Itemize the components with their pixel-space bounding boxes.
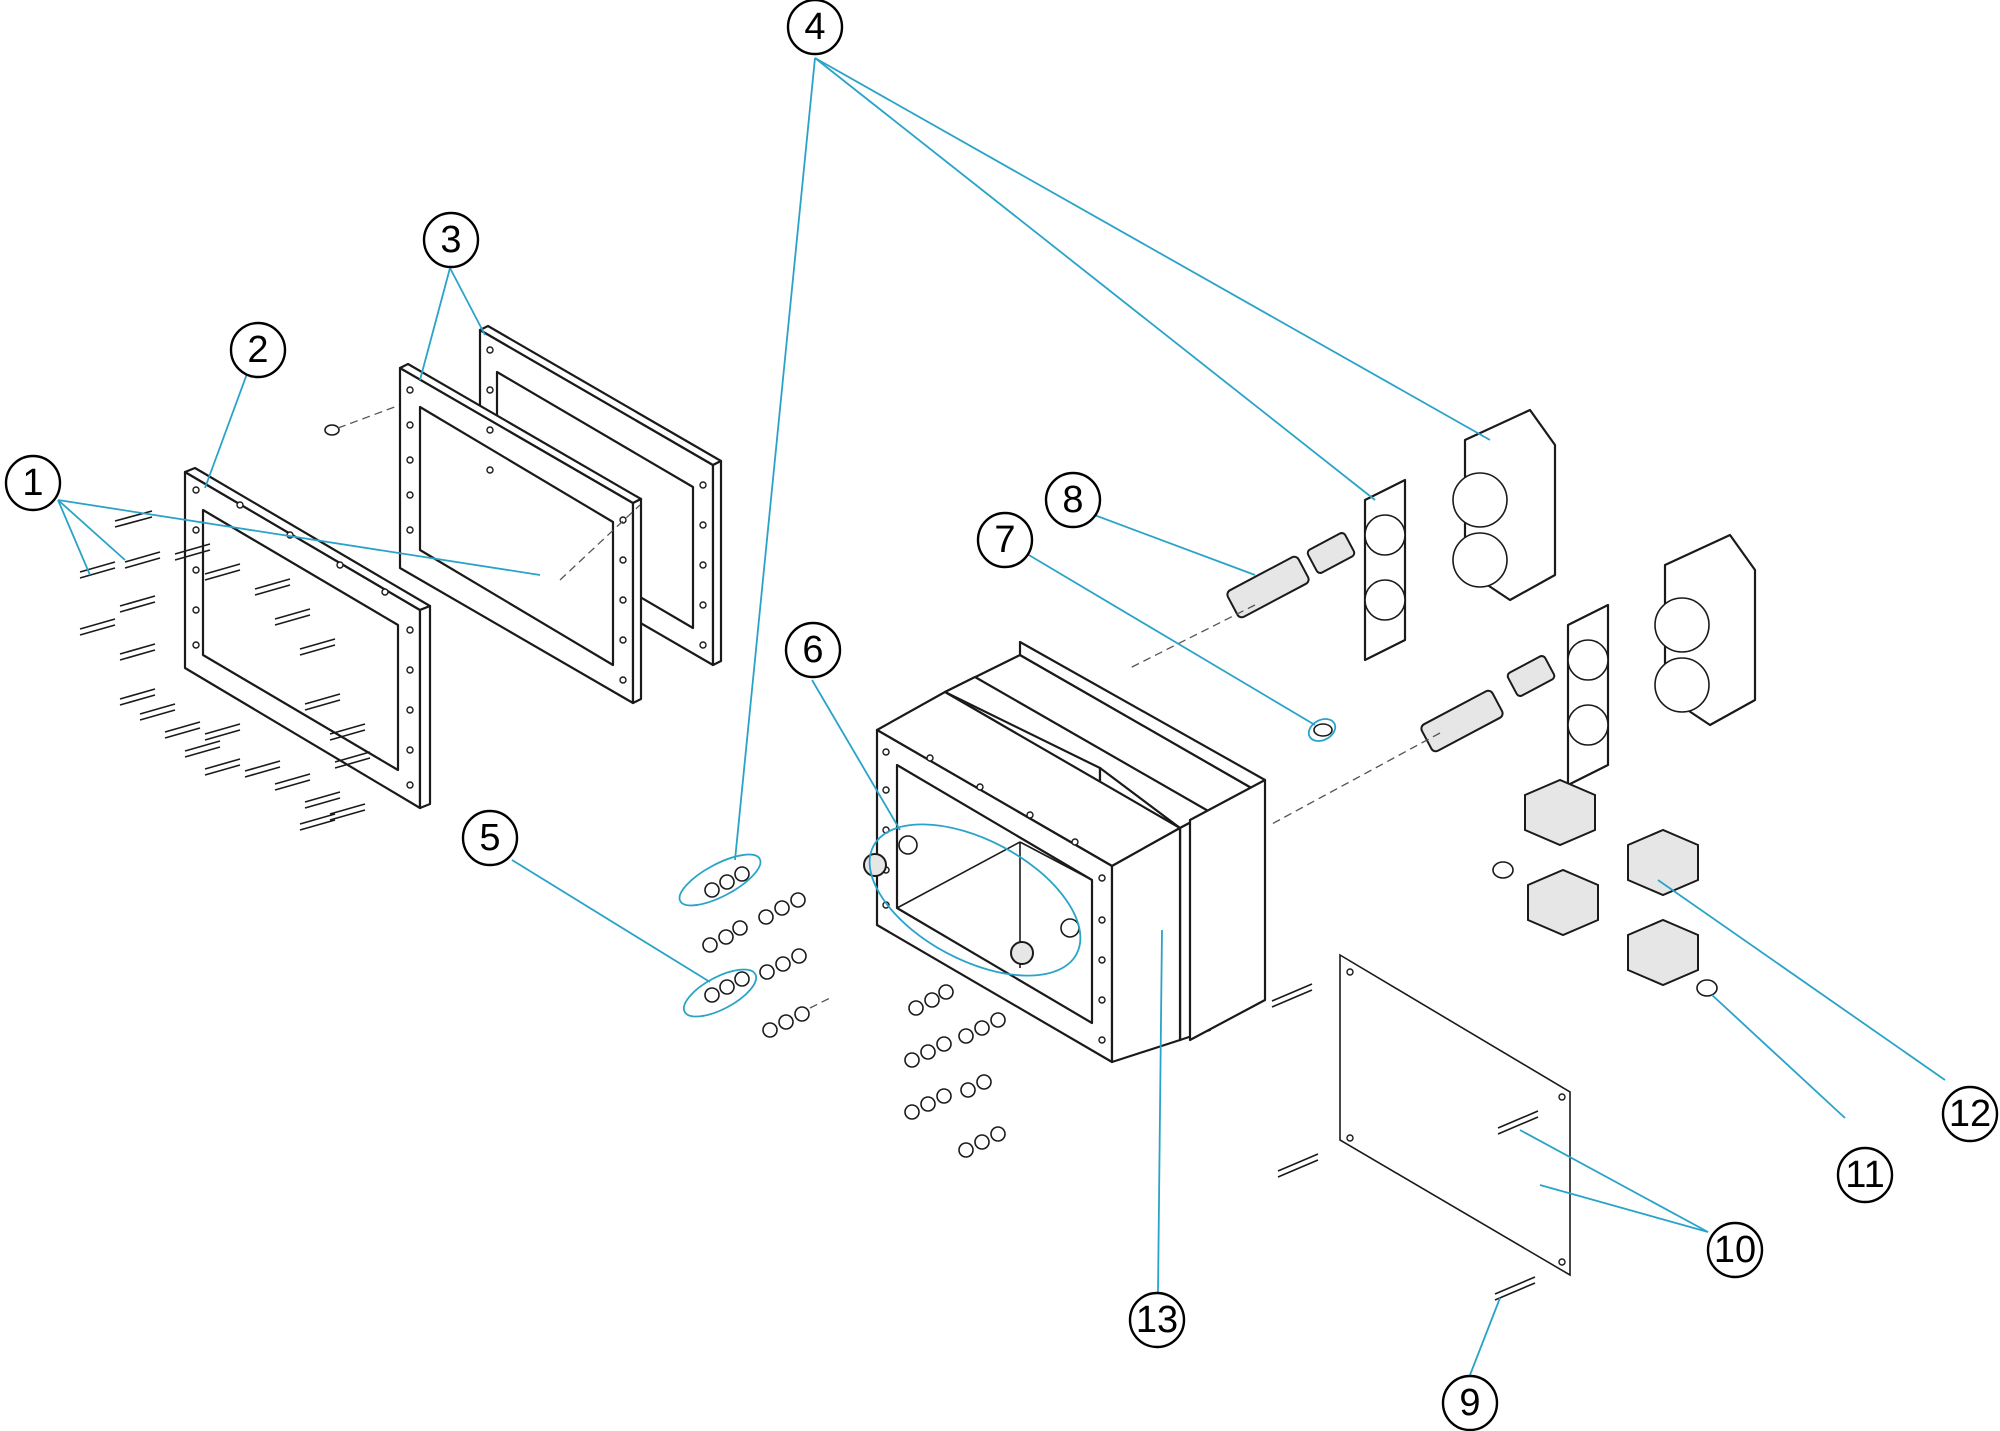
- callout-2: 2: [229, 321, 287, 379]
- callout-7-label: 7: [994, 519, 1015, 561]
- callout-13-label: 13: [1136, 1299, 1178, 1341]
- end-cap-plates: [1363, 408, 1757, 787]
- callouts: 1 2 3 4 5 6 7 8 9 10 11 12 13: [4, 0, 1999, 1431]
- callout-7: 7: [976, 511, 1034, 569]
- callout-3: 3: [422, 211, 480, 269]
- callout-5: 5: [461, 809, 519, 867]
- leader-lines: [57, 57, 1946, 1376]
- callout-8-label: 8: [1062, 479, 1083, 521]
- cable-connectors: [1129, 532, 1556, 826]
- cover-plate: [1271, 953, 1571, 1301]
- callout-9: 9: [1441, 1374, 1499, 1431]
- gasket-pair: [398, 324, 723, 705]
- callout-4-label: 4: [804, 6, 825, 48]
- callout-10-label: 10: [1714, 1229, 1756, 1271]
- main-housing-box: [875, 640, 1267, 1064]
- callout-3-label: 3: [440, 219, 461, 261]
- callout-1-label: 1: [22, 462, 43, 504]
- front-flange-frame: [183, 466, 432, 810]
- callout-2-label: 2: [247, 329, 268, 371]
- callout-11-label: 11: [1845, 1154, 1884, 1196]
- callout-6: 6: [784, 621, 842, 679]
- callout-8: 8: [1044, 471, 1102, 529]
- callout-9-label: 9: [1459, 1382, 1480, 1424]
- front-flange-holes: [192, 486, 414, 789]
- callout-5-label: 5: [479, 817, 500, 859]
- callout-12: 12: [1941, 1085, 1999, 1143]
- callout-10: 10: [1706, 1221, 1764, 1279]
- callout-12-label: 12: [1949, 1093, 1991, 1135]
- callout-11: 11: [1836, 1146, 1894, 1204]
- nut-washer-set: [702, 866, 1006, 1158]
- callout-1: 1: [4, 454, 62, 512]
- internal-glands: [863, 835, 1080, 965]
- callout-6-label: 6: [802, 629, 823, 671]
- callout-4: 4: [786, 0, 844, 56]
- gasket-holes: [406, 346, 707, 684]
- callout-13: 13: [1128, 1291, 1186, 1349]
- hex-plugs: [1492, 778, 1718, 997]
